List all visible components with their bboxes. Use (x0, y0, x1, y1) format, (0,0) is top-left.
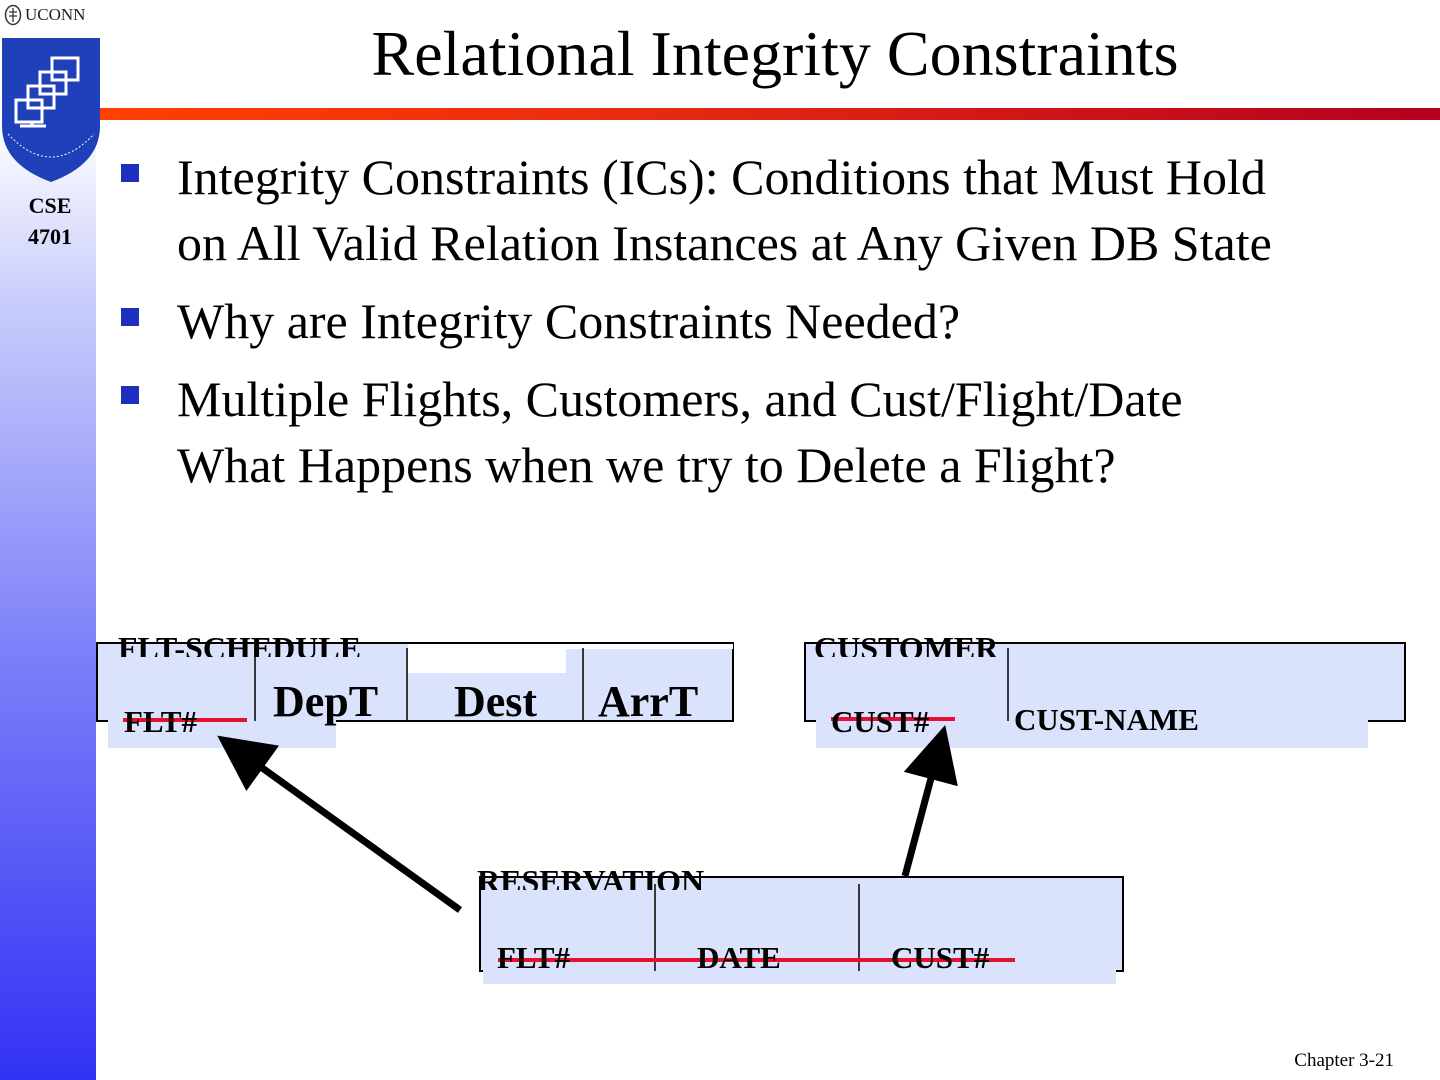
bullet-text: Why are Integrity Constraints Needed? (177, 293, 961, 349)
bullet-item: Integrity Constraints (ICs): Conditions … (118, 144, 1438, 276)
uconn-seal-icon (4, 4, 22, 26)
course-number: 4701 (28, 224, 72, 249)
fk-arrow-flight (217, 735, 463, 913)
course-subject: CSE (28, 193, 72, 218)
col-res-date: DATE (697, 940, 781, 975)
page-footer: Chapter 3-21 (1294, 1050, 1394, 1071)
flt-schedule-table-shape (96, 642, 734, 748)
col-res-flt-num: FLT# (497, 940, 570, 975)
customer-label: CUSTOMER (814, 631, 999, 657)
col-flt-num: FLT# (124, 704, 197, 739)
bullet-text: What Happens when we try to Delete a Fli… (177, 437, 1116, 493)
bullet-item: Why are Integrity Constraints Needed? (118, 288, 1438, 354)
bullet-square-icon (121, 386, 139, 404)
col-dept: DepT (273, 677, 379, 726)
fk-arrow-customer (901, 724, 958, 877)
bullet-list: Integrity Constraints (ICs): Conditions … (118, 144, 1438, 510)
col-dest: Dest (454, 677, 538, 726)
flt-schedule-label: FLT-SCHEDULE (118, 631, 362, 657)
reservation-table-shape (479, 876, 1124, 984)
bullet-square-icon (121, 164, 139, 182)
course-code: CSE 4701 (0, 190, 100, 252)
uconn-brand: UCONN (4, 4, 85, 26)
bullet-text: Integrity Constraints (ICs): Conditions … (177, 149, 1266, 205)
col-res-cust-num: CUST# (891, 940, 990, 975)
col-cust-name: CUST-NAME (1014, 702, 1199, 737)
bullet-item: Multiple Flights, Customers, and Cust/Fl… (118, 366, 1438, 498)
title-underline-bar (100, 108, 1440, 120)
col-arrt: ArrT (598, 677, 699, 726)
bullet-text: on All Valid Relation Instances at Any G… (177, 215, 1272, 271)
bullet-square-icon (121, 308, 139, 326)
uconn-wordmark: UCONN (25, 5, 86, 24)
col-cust-num: CUST# (831, 704, 930, 739)
slide-title: Relational Integrity Constraints (371, 18, 1179, 89)
cse-department-logo (2, 38, 100, 182)
bullet-text: Multiple Flights, Customers, and Cust/Fl… (177, 371, 1183, 427)
reservation-label: RESERVATION (477, 864, 705, 890)
